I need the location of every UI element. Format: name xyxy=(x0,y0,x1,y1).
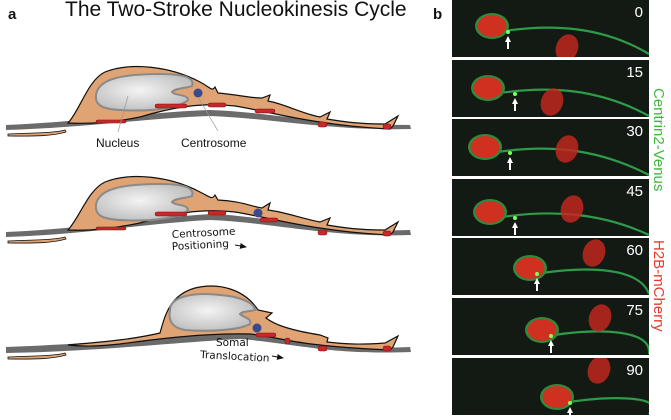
trailing-process xyxy=(7,352,67,360)
nucleokinesis-diagram: Nucleus Centrosome Centrosome Positionin… xyxy=(6,65,411,365)
neighbor-nucleus xyxy=(587,357,611,384)
time-lapse-frame: 30 xyxy=(452,119,649,177)
time-lapse-frame: 15 xyxy=(452,59,649,117)
time-lapse-frame: 0 xyxy=(452,0,649,57)
migrating-nucleus xyxy=(470,136,500,159)
migrating-nucleus xyxy=(475,200,505,223)
centrosome-signal xyxy=(513,91,517,96)
migrating-nucleus xyxy=(473,76,503,99)
time-label: 30 xyxy=(626,123,643,141)
leading-process xyxy=(568,396,649,414)
migrating-nucleus xyxy=(542,385,572,408)
time-label: 45 xyxy=(626,182,643,200)
migrating-nucleus xyxy=(527,319,557,341)
panel-b-label: b xyxy=(433,6,443,23)
leading-process xyxy=(503,26,649,55)
centrosome-dot xyxy=(193,88,203,98)
time-label: 0 xyxy=(634,4,643,21)
radial-glia-fiber xyxy=(6,110,411,130)
centrosome-signal xyxy=(549,334,553,338)
nucleus-shape xyxy=(168,293,257,332)
nucleus-label: Nucleus xyxy=(96,136,139,150)
centrosome-signal xyxy=(508,151,512,156)
time-label: 75 xyxy=(626,302,643,319)
stage-2-cell: Centrosome Positioning xyxy=(6,175,411,253)
centrin2-venus-channel-label: Centrin2-Venus xyxy=(650,88,667,192)
centrosome-signal xyxy=(535,272,539,277)
frame-image xyxy=(473,195,649,236)
radial-glia-fiber xyxy=(6,214,411,237)
somal-translocation-label-2: Translocation xyxy=(199,349,270,365)
arrow-icon xyxy=(534,278,540,292)
arrow-icon xyxy=(567,406,573,415)
centrosome-dot xyxy=(252,323,262,333)
neighbor-nucleus xyxy=(555,34,579,57)
direction-arrow xyxy=(234,242,247,249)
neighbor-nucleus xyxy=(588,304,612,332)
time-label: 60 xyxy=(626,242,643,260)
arrow-icon xyxy=(507,157,513,171)
arrow-icon xyxy=(548,340,554,353)
migrating-nucleus xyxy=(515,257,545,280)
trailing-process xyxy=(7,129,67,137)
neighbor-nucleus xyxy=(555,135,579,163)
centrosome-signal xyxy=(513,215,517,220)
frame-image xyxy=(540,357,649,415)
centrosome-positioning-label-2: Positioning xyxy=(172,238,230,253)
time-lapse-frame: 75 xyxy=(452,298,649,355)
neighbor-nucleus xyxy=(560,195,584,223)
neighbor-nucleus xyxy=(582,239,606,268)
time-lapse-frame: 90 xyxy=(452,357,649,415)
centrosome-positioning-label-1: Centrosome xyxy=(172,226,236,241)
arrow-icon xyxy=(512,97,518,111)
time-lapse-frame: 60 xyxy=(452,238,649,296)
h2b-mcherry-channel-label: H2B-mCherry xyxy=(650,240,667,332)
neighbor-nucleus xyxy=(540,87,564,116)
adhesion-sites xyxy=(255,332,392,352)
centrosome-label: Centrosome xyxy=(181,136,247,150)
leading-process xyxy=(553,330,649,354)
time-label: 15 xyxy=(626,63,643,81)
trailing-process xyxy=(7,236,67,244)
direction-arrow xyxy=(271,353,284,360)
centrosome-signal xyxy=(506,30,510,34)
arrow-icon xyxy=(512,221,518,235)
centrosome-signal xyxy=(568,400,572,405)
stage-1-cell: Nucleus Centrosome xyxy=(6,65,411,150)
time-label: 90 xyxy=(626,361,643,379)
leading-process xyxy=(499,88,649,117)
panel-a-label: a xyxy=(8,6,17,23)
figure-title: The Two-Stroke Nucleokinesis Cycle xyxy=(65,0,407,21)
nucleus-shape xyxy=(94,182,194,222)
frame-image xyxy=(525,304,649,354)
time-lapse-frames: 0 15 30 45 60 75 90 xyxy=(452,0,649,420)
stage-3-cell: Somal Translocation xyxy=(6,285,411,365)
frame-image xyxy=(475,13,649,57)
centrosome-dot xyxy=(253,208,263,218)
frame-image xyxy=(513,239,649,295)
arrow-icon xyxy=(505,36,511,49)
radial-glia-fiber xyxy=(6,333,411,353)
migrating-nucleus xyxy=(477,15,507,37)
frame-image xyxy=(468,134,649,177)
nucleus-shape xyxy=(94,72,194,112)
somal-translocation-label-1: Somal xyxy=(216,337,249,349)
leading-process xyxy=(541,268,649,295)
time-lapse-frame: 45 xyxy=(452,178,649,236)
adhesion-sites xyxy=(95,210,392,237)
adhesion-sites xyxy=(95,102,392,130)
frame-image xyxy=(471,74,649,117)
